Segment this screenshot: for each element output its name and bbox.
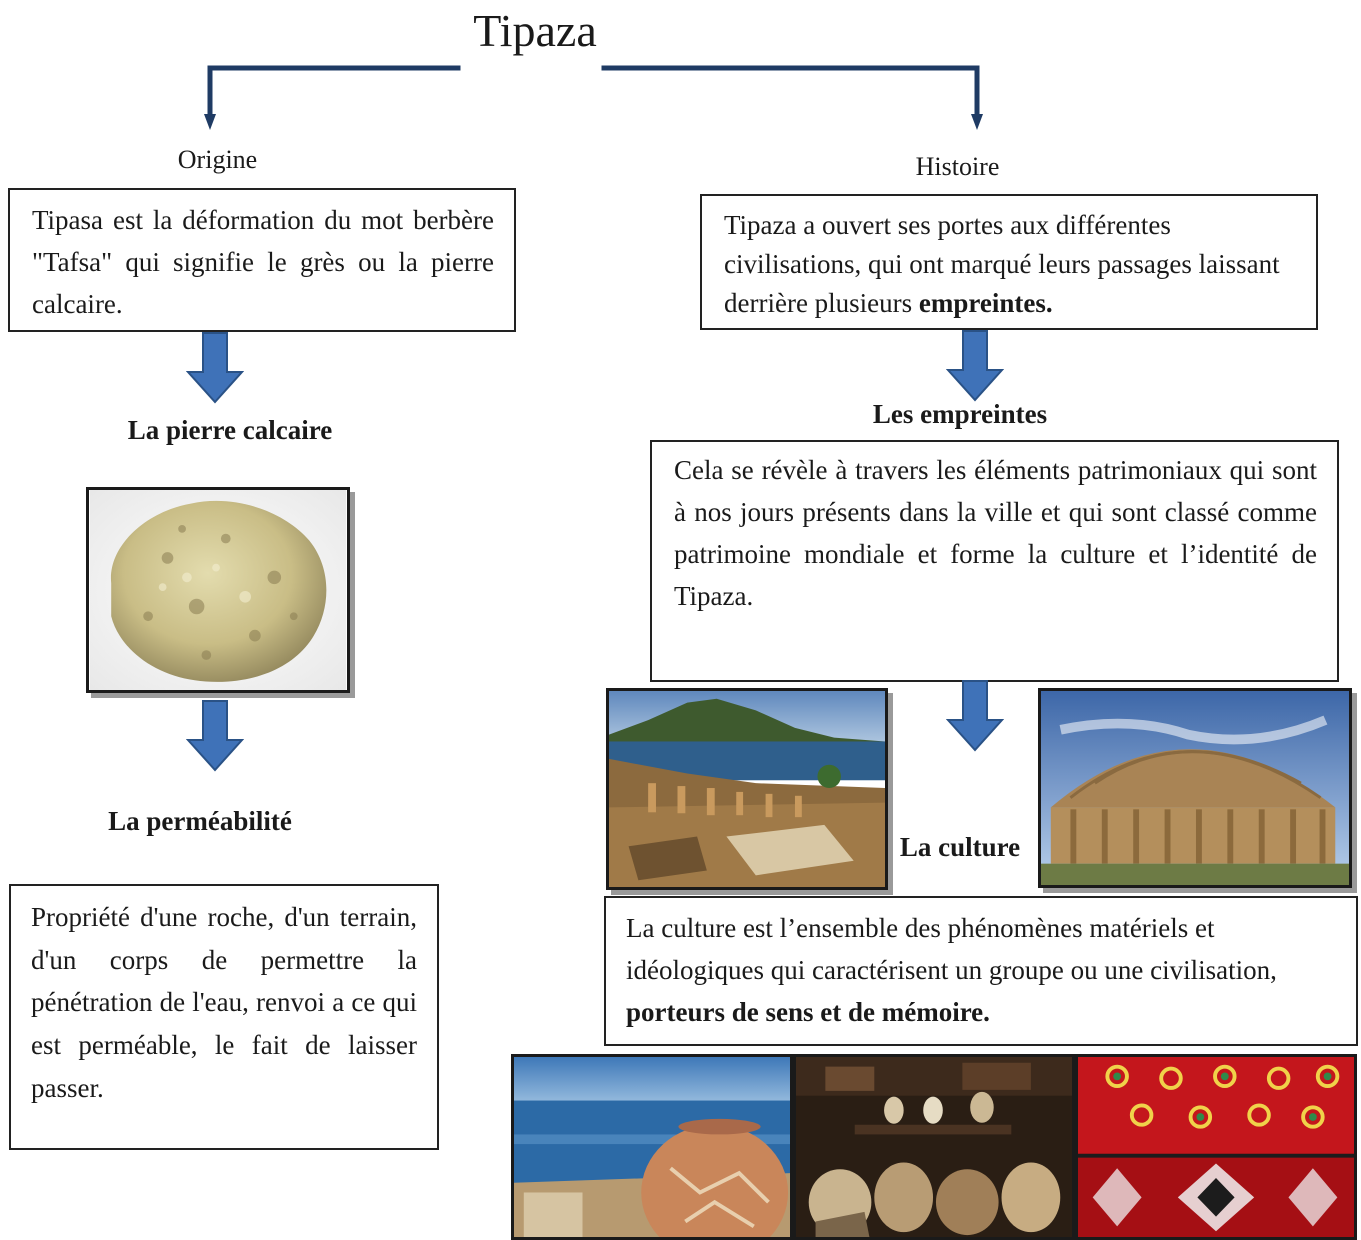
mausoleum-image (1038, 688, 1352, 888)
down-arrow-2 (186, 700, 244, 772)
culture-bold-text: porteurs de sens et de mémoire. (626, 996, 990, 1027)
jewelry-image (1075, 1054, 1357, 1240)
berber-jewelry-icon (1078, 1057, 1354, 1237)
connector-right (601, 65, 980, 121)
empreintes-text: Cela se révèle à travers les éléments pa… (674, 455, 1317, 611)
histoire-box: Tipaza a ouvert ses portes aux différent… (700, 194, 1318, 330)
diagram-title: Tipaza (473, 5, 597, 56)
pottery-image (793, 1054, 1075, 1240)
culture-text: La culture est l’ensemble des phénomènes… (626, 913, 1277, 985)
ruins-image (606, 688, 888, 890)
roman-ruins-icon (609, 691, 885, 887)
histoire-bold-text: empreintes. (918, 288, 1053, 319)
limestone-rock-icon (89, 490, 347, 690)
connector-left-arrowhead (204, 114, 216, 130)
limestone-image (86, 487, 350, 693)
down-arrow-4 (946, 680, 1004, 752)
permeabilite-heading: La perméabilité (108, 806, 292, 836)
empreintes-heading: Les empreintes (872, 399, 1048, 429)
culture-box: La culture est l’ensemble des phénomènes… (604, 896, 1358, 1046)
histoire-text: Tipaza a ouvert ses portes aux différent… (724, 210, 1280, 319)
pottery-collection-icon (796, 1057, 1072, 1237)
origine-label: Origine (177, 145, 258, 174)
origine-text: Tipasa est la déformation du mot berbère… (32, 205, 494, 319)
down-arrow-1 (186, 332, 244, 404)
permeabilite-text: Propriété d'une roche, d'un terrain, d'u… (31, 902, 417, 1103)
empreintes-box: Cela se révèle à travers les éléments pa… (650, 440, 1339, 682)
origine-box: Tipasa est la déformation du mot berbère… (8, 188, 516, 332)
title-connector (204, 65, 983, 130)
connector-right-arrowhead (971, 114, 983, 130)
pierre-calcaire-heading: La pierre calcaire (127, 415, 333, 445)
permeabilite-box: Propriété d'une roche, d'un terrain, d'u… (9, 884, 439, 1150)
histoire-label: Histoire (915, 152, 1000, 181)
down-arrow-3 (946, 330, 1004, 402)
amphora-by-sea-icon (514, 1057, 790, 1237)
culture-label: La culture (899, 832, 1021, 862)
connector-left (207, 65, 461, 121)
royal-mausoleum-icon (1041, 691, 1349, 885)
amphora-image (511, 1054, 793, 1240)
